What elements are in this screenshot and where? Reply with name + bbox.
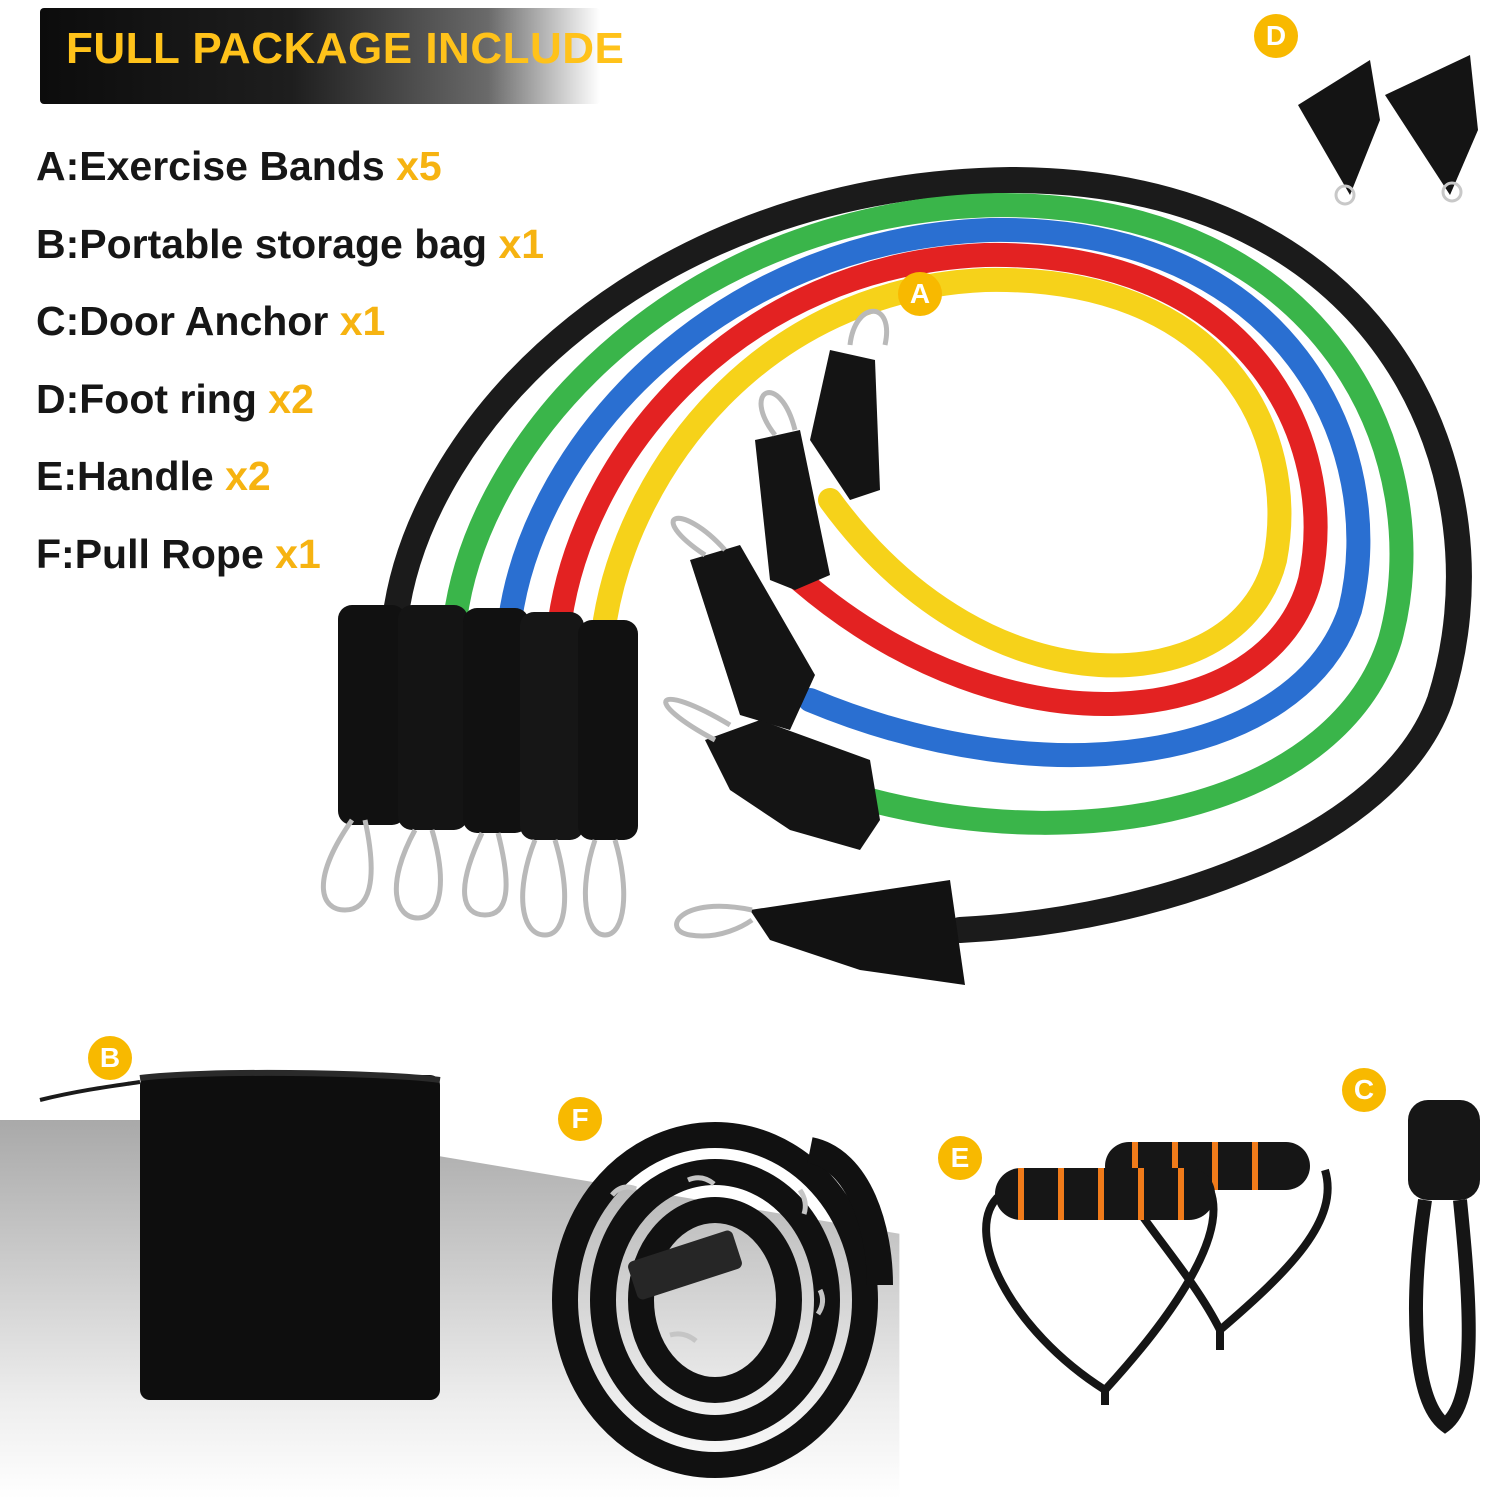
list-item: A:Exercise Bands x5 <box>36 138 544 216</box>
foot-ring-straps <box>1298 55 1478 206</box>
list-item: C:Door Anchor x1 <box>36 293 544 371</box>
badge-b: B <box>88 1036 132 1080</box>
rope-buckle <box>628 1230 742 1300</box>
list-item: E:Handle x2 <box>36 448 544 526</box>
item-label: E:Handle <box>36 453 214 499</box>
item-qty: x1 <box>339 298 386 344</box>
exercise-bands <box>382 166 1472 943</box>
item-qty: x2 <box>225 453 271 499</box>
badge-f: F <box>558 1097 602 1141</box>
title-banner <box>40 8 600 104</box>
item-qty: x1 <box>275 530 321 577</box>
list-item: F:Pull Rope x1 <box>36 526 544 604</box>
storage-bag <box>39 1069 441 1400</box>
package-list: A:Exercise Bands x5 B:Portable storage b… <box>36 138 544 603</box>
item-label: A:Exercise Bands <box>36 143 385 189</box>
pull-rope <box>552 1122 893 1478</box>
band-end-caps <box>320 308 965 985</box>
badge-a: A <box>898 272 942 316</box>
item-qty: x1 <box>498 220 545 267</box>
item-label: C:Door Anchor <box>36 298 329 344</box>
handles <box>982 1142 1332 1405</box>
page-title: FULL PACKAGE INCLUDE <box>66 24 625 73</box>
badge-d: D <box>1254 14 1298 58</box>
badge-c: C <box>1342 1068 1386 1112</box>
list-item: D:Foot ring x2 <box>36 371 544 449</box>
item-label: D:Foot ring <box>36 375 257 422</box>
list-item: B:Portable storage bag x1 <box>36 216 544 294</box>
item-label: B:Portable storage bag <box>36 220 488 267</box>
item-qty: x2 <box>268 375 314 422</box>
door-anchor <box>1408 1100 1480 1434</box>
item-qty: x5 <box>396 143 442 189</box>
rope-d-rings <box>610 1175 826 1343</box>
badge-e: E <box>938 1136 982 1180</box>
item-label: F:Pull Rope <box>36 530 264 577</box>
